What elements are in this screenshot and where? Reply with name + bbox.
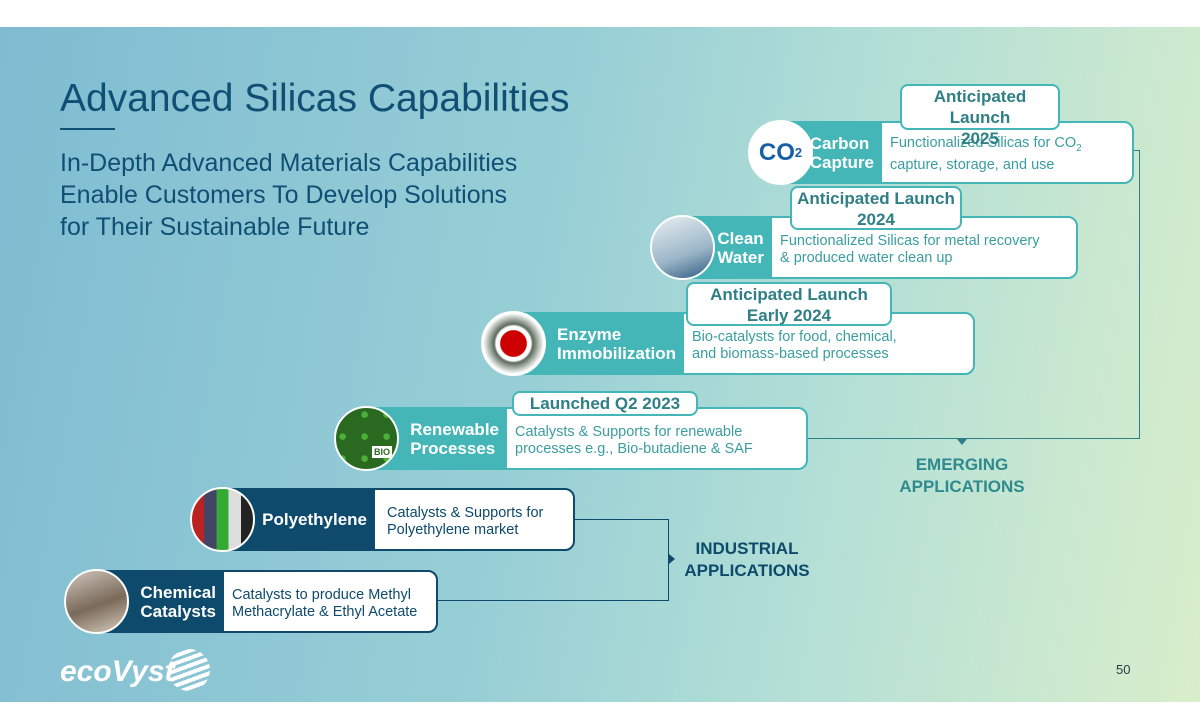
connector-line <box>437 600 669 601</box>
category-line: EMERGING <box>915 455 1009 474</box>
industrial-applications-label: INDUSTRIAL APPLICATIONS <box>662 538 832 582</box>
title-divider <box>60 128 115 130</box>
bio-pellets-icon: BIO <box>334 406 399 471</box>
connector-line <box>1139 150 1140 438</box>
arrow-down-icon <box>957 439 967 445</box>
water-glass-icon <box>650 215 715 280</box>
subtitle-line: In-Depth Advanced Materials Capabilities <box>60 149 518 177</box>
chemical-plant-icon <box>64 569 129 634</box>
category-line: APPLICATIONS <box>899 477 1025 496</box>
launch-badge: Launched Q2 2023 <box>512 391 698 416</box>
logo-sunburst-icon <box>168 649 210 691</box>
subtitle: In-Depth Advanced Materials Capabilities… <box>60 147 580 243</box>
ecovyst-logo: ecoVyst <box>60 655 175 688</box>
connector-line <box>1133 150 1140 151</box>
page-title: Advanced Silicas Capabilities <box>60 77 570 120</box>
enzyme-icon <box>481 311 546 376</box>
plastic-bottles-icon <box>190 487 255 552</box>
connector-line <box>807 438 1140 439</box>
subtitle-line: for Their Sustainable Future <box>60 213 370 241</box>
emerging-applications-label: EMERGING APPLICATIONS <box>872 454 1052 498</box>
subtitle-line: Enable Customers To Develop Solutions <box>60 181 508 209</box>
category-line: APPLICATIONS <box>684 561 810 580</box>
arrow-right-icon <box>669 554 675 564</box>
connector-line <box>574 519 669 520</box>
page-number: 50 <box>1116 662 1131 677</box>
slide: Advanced Silicas Capabilities In-Depth A… <box>0 27 1200 702</box>
category-line: INDUSTRIAL <box>695 539 799 558</box>
connector-line <box>668 519 669 600</box>
